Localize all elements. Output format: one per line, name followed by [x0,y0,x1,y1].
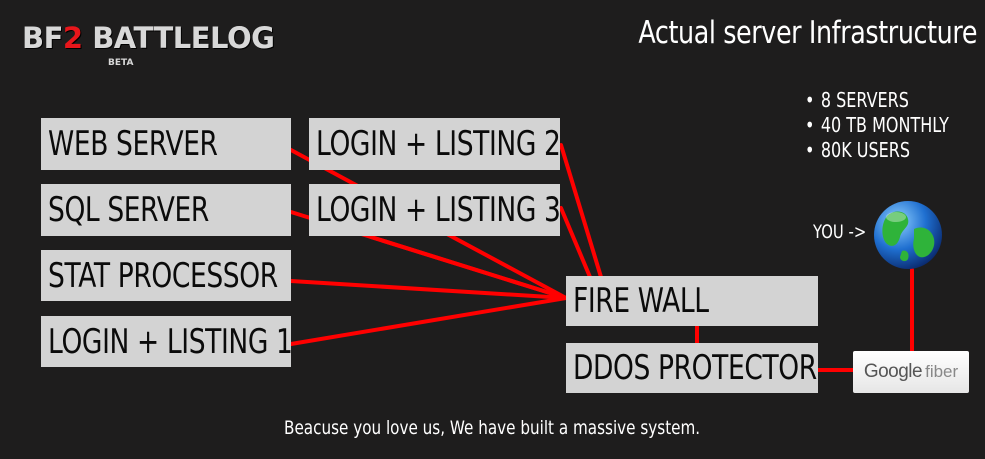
you-label: YOU -> [813,221,867,243]
stat-item: 8 SERVERS [805,88,949,113]
google-fiber-logo: Google fiber [853,351,969,393]
globe-icon [874,201,942,269]
node-login-listing-3: LOGIN + LISTING 3 [309,184,561,236]
node-web-server: WEB SERVER [41,118,291,170]
node-ddos-protector: DDOS PROTECTOR [566,343,818,393]
node-fire-wall: FIRE WALL [566,276,818,326]
google-fiber-fiber-text: fiber [925,362,959,381]
caption: Beacuse you love us, We have built a mas… [284,417,701,439]
node-stat-processor: STAT PROCESSOR [41,250,291,301]
link-login1-firewall [289,296,568,346]
google-fiber-google-text: Google [863,361,923,382]
node-login-listing-1: LOGIN + LISTING 1 [41,316,293,367]
stat-item: 40 TB MONTHLY [805,113,949,138]
stat-item: 80K USERS [805,138,949,163]
logo-beta-badge: BETA [108,58,134,68]
battlelog-logo: BF2 BATTLELOG BETA [22,21,275,69]
stats-list: 8 SERVERS 40 TB MONTHLY 80K USERS [805,88,985,163]
node-sql-server: SQL SERVER [41,184,291,236]
link-login3-firewall [559,206,592,279]
diagram-title: Actual server Infrastructure [638,15,977,51]
link-login2-firewall [559,143,603,279]
link-login3-firewall-2 [369,235,568,300]
logo-wordmark: BF2 BATTLELOG [22,21,275,55]
node-login-listing-2: LOGIN + LISTING 2 [309,118,561,170]
link-stat-processor-firewall [289,279,568,300]
